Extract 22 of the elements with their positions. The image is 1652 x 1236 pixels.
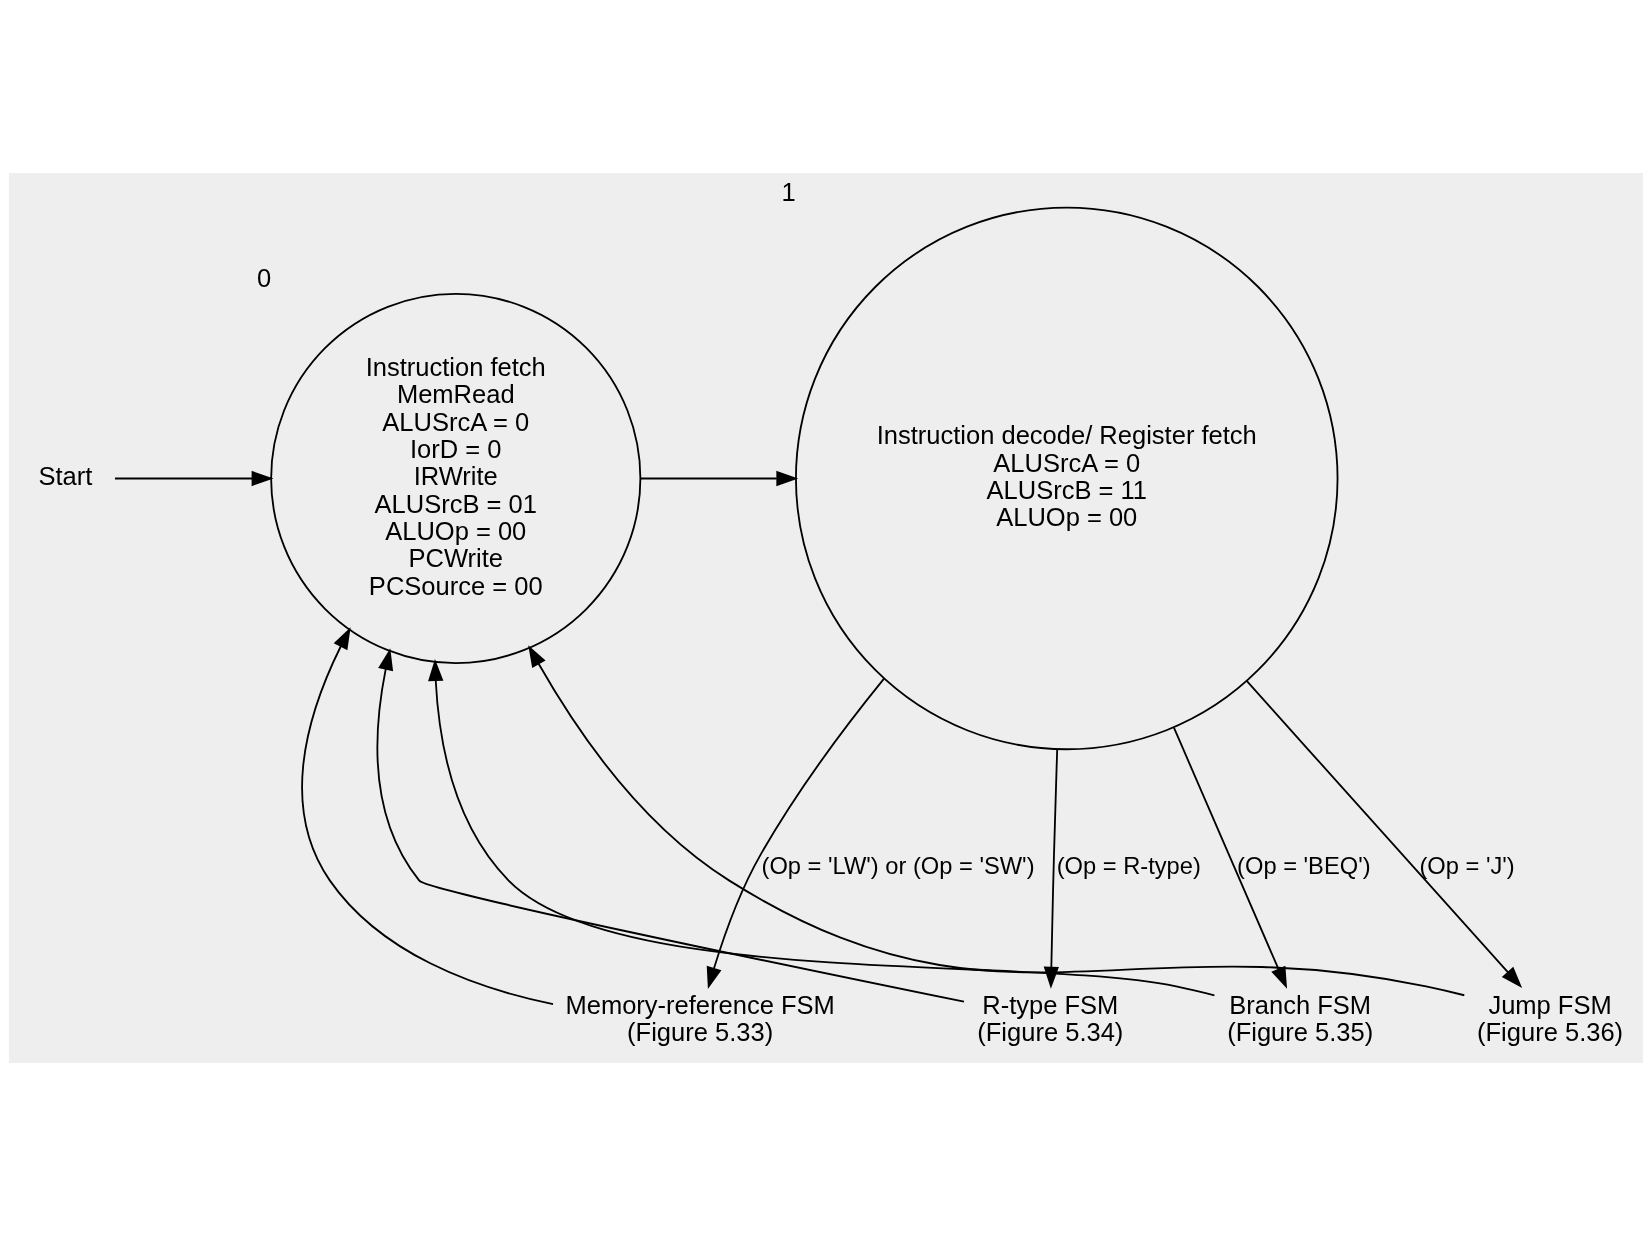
edge-label: (Op = 'J') [1419,853,1515,880]
arrow [1173,726,1288,989]
edge-label: (Op = R-type) [1056,853,1201,880]
arrow [114,470,274,487]
node-text: Jump FSM (Figure 5.36) [1477,991,1624,1047]
arrow [428,659,1216,997]
node-text: Memory-reference FSM (Figure 5.33) [565,991,835,1047]
node-text: Branch FSM (Figure 5.35) [1227,991,1374,1047]
edge-label: (Op = 'BEQ') [1237,853,1371,880]
arrow [706,678,885,989]
arrow [1245,680,1523,989]
edge-label: (Op = 'LW') or (Op = 'SW') [761,853,1035,880]
node-circle: Instruction decode/ Register fetch ALUSrcA = 0 ALUSrcB = 11 ALUOp = 00 [795,206,1339,751]
node-label: 0 [256,264,272,293]
node-label: 1 [781,177,796,206]
node-text: Start [38,462,93,491]
arrow [301,627,554,1006]
node-text: R-type FSM (Figure 5.34) [977,991,1124,1047]
arrow [376,648,965,1003]
arrow [528,645,1466,997]
node-circle: Instruction fetch MemRead ALUSrcA = 0 IorD = 0 IRWrite ALUSrcB = 01 ALUOp = 00 PCWrite PCSource = 00 [270,292,642,664]
arrow [639,470,799,487]
